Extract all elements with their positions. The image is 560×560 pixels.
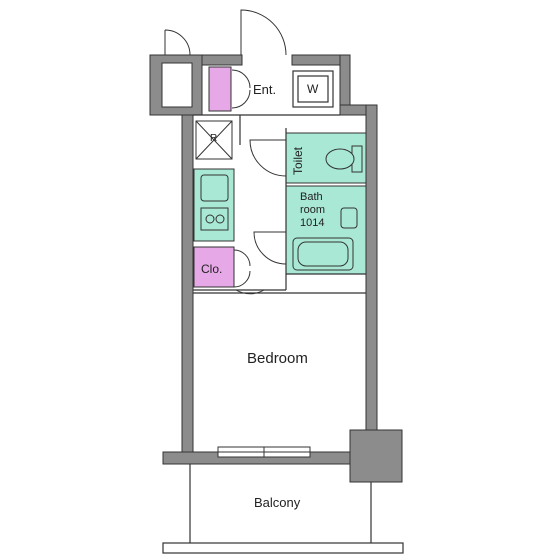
bathtub-inner	[297, 241, 349, 267]
door-toilet	[249, 139, 287, 177]
top-left-inner	[161, 62, 193, 108]
wall-top-ent-left	[201, 54, 243, 66]
label-balcony: Balcony	[254, 495, 301, 510]
wall-left	[181, 114, 194, 456]
label-washer: W	[307, 82, 319, 96]
washer	[292, 70, 334, 108]
bath-fixtures	[292, 207, 358, 271]
sink	[200, 174, 229, 202]
partitions	[193, 114, 366, 294]
door-bath	[253, 231, 287, 265]
toilet-fixture	[325, 145, 363, 173]
balcony	[162, 464, 404, 554]
label-entrance: Ent.	[253, 82, 277, 97]
label-closet: Clo.	[201, 262, 223, 276]
label-bath-line3: 1014	[300, 217, 325, 229]
wall-right	[365, 104, 378, 436]
label-fridge: R	[210, 133, 218, 144]
door-closet-1	[233, 249, 251, 267]
door-bedroom	[235, 289, 265, 295]
label-bathroom: Bath room 1014	[300, 191, 325, 230]
label-bath-line2: room	[300, 204, 326, 216]
door-closet-2	[233, 270, 251, 288]
doors	[164, 9, 287, 295]
label-bath-line1: Bath	[300, 191, 323, 203]
fridge	[195, 120, 233, 160]
label-bedroom: Bedroom	[247, 350, 308, 367]
shoe-closet	[208, 66, 232, 112]
door-main	[240, 9, 287, 56]
burner-1	[205, 214, 215, 224]
door-top-left	[164, 29, 191, 56]
door-shoe-2	[231, 89, 251, 109]
kitchen-fixtures	[200, 174, 229, 231]
wall-bottom-right-block	[349, 429, 403, 483]
closet	[193, 246, 235, 288]
label-toilet: Toilet	[291, 146, 305, 175]
balcony-window	[217, 446, 311, 458]
burner-2	[215, 214, 225, 224]
wash-basin	[340, 207, 358, 229]
walls	[149, 54, 403, 483]
door-shoe-1	[231, 69, 251, 89]
storage-areas	[193, 66, 235, 288]
